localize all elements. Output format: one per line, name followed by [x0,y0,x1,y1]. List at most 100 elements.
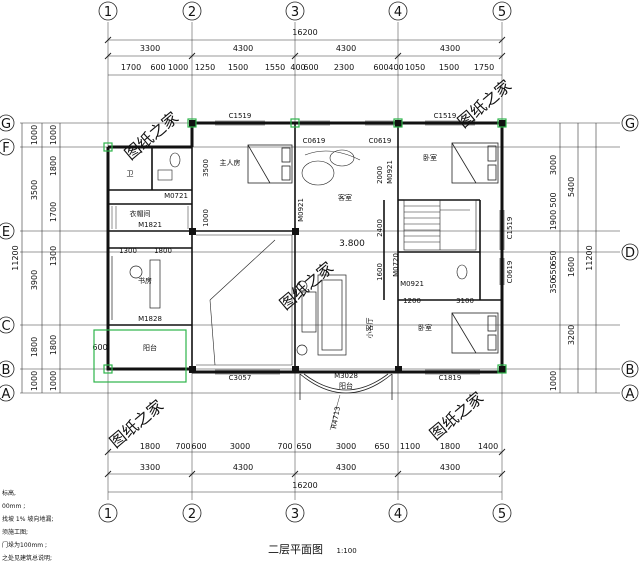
interior-dim: 2000 [376,166,384,184]
note-line: 门垛为100mm ; [2,542,48,549]
dim-bottom-detail: 1100 [400,442,420,451]
room-bedroom-top: 卧室 [423,153,437,162]
room-study: 书房 [138,276,152,285]
room-bath: 卫 [127,170,134,178]
dim-bottom-bay-3: 4300 [336,463,356,472]
tag-c1819: C1819 [439,374,462,382]
inner-walls [108,123,502,372]
dim-bottom-detail: 3000 [336,442,356,451]
dim-bottom-detail: 700 [175,442,190,451]
living-furniture [301,149,361,186]
dim-bottom-detail: 1400 [478,442,498,451]
interior-dim: 1600 [376,263,384,281]
axis-label-g-right: G [625,117,635,132]
drawing-title: 二层平面图 1:100 [268,541,357,557]
columns [189,120,506,373]
dim-right-detail: 1900 [549,210,558,230]
dim-top-detail: 1550 [265,63,285,72]
tag-m1828: M1828 [138,315,162,323]
axis-label-3-top: 3 [291,5,299,20]
tag-m0721: M0721 [164,192,188,200]
tag-c1519-b: C1519 [434,112,457,120]
dim-left-bay: 3500 [30,180,39,200]
dim-left-bay: 1000 [30,125,39,145]
tag-m0720: M0720 [392,253,400,277]
note-line: 须施工图; [2,529,29,536]
dim-top-detail: 2300 [334,63,354,72]
dim-right-detail: 650 [549,264,558,279]
dim-bottom-detail: 1800 [140,442,160,451]
interior-dim: 3500 [202,159,210,177]
note-line: 标高, [2,490,16,497]
dim-top-detail: 600 [150,63,165,72]
axis-label-a-left: A [2,387,11,402]
room-living: 客室 [338,193,352,202]
axis-label-b-right: B [626,363,635,378]
elevation-mark: 3.800 [339,239,365,249]
dim-bottom-bay-1: 3300 [140,463,160,472]
axis-label-4-bottom: 4 [394,507,402,522]
tag-c1519-c: C1519 [506,217,514,240]
axis-label-c-left: C [1,319,10,334]
dim-right-detail: 350 [549,278,558,293]
dim-left-detail: 1700 [49,202,58,222]
dim-top-detail: 1000 [168,63,188,72]
tag-c0619-c: C0619 [506,261,514,284]
dim-bottom-detail: 650 [296,442,311,451]
dim-bottom-detail: 600 [191,442,206,451]
tag-r4713: R4713 [330,406,342,430]
room-master-bedroom: 主人房 [220,158,241,167]
axis-label-1-top: 1 [104,5,112,20]
dim-top-bay-4: 4300 [440,44,460,53]
tag-m3028: M3028 [334,372,358,380]
dim-bottom-detail: 1800 [440,442,460,451]
dim-left-bay: 3900 [30,270,39,290]
axis-bubbles [0,1,639,523]
dim-left-detail: 1000 [49,371,58,391]
bed-bottom-right [451,312,499,354]
interior-dim: 1200 [403,297,421,305]
dim-left-bay: 1800 [30,337,39,357]
dim-top-detail: 1500 [228,63,248,72]
room-bedroom-bottom: 卧室 [418,323,432,332]
dim-left-600: 600 [92,343,107,352]
sofa-set [296,274,347,356]
dim-right-detail: 500 [549,192,558,207]
interior-dim: 3100 [456,297,474,305]
dim-top-detail: 1250 [195,63,215,72]
dim-left-detail: 1800 [49,335,58,355]
tag-c0619-b: C0619 [369,137,392,145]
room-balcony-left: 阳台 [143,343,157,352]
dim-top-detail: 600 [303,63,318,72]
axis-label-1-bottom: 1 [104,507,112,522]
dim-top-detail: 400 [290,63,305,72]
axis-label-2-bottom: 2 [188,507,196,522]
room-small-living: 小客厅 [365,318,374,339]
note-line: 00mm ; [2,503,26,510]
dim-right-detail: 3000 [549,155,558,175]
dim-bottom-detail: 650 [374,442,389,451]
dim-bottom-total: 16200 [292,481,317,490]
dim-top-detail: 400 [388,63,403,72]
note-line: 之处见建筑总说明; [2,555,53,562]
dimension-lines [21,39,597,493]
tag-c1519-a: C1519 [229,112,252,120]
dim-left-detail: 1300 [49,246,58,266]
walls [106,121,504,374]
interior-dim: 1300 [119,247,137,255]
interior-dim: 2400 [376,219,384,237]
dim-left-detail: 1000 [49,125,58,145]
dim-top-bay-3: 4300 [336,44,356,53]
axis-label-3-bottom: 3 [291,507,299,522]
green-markers [93,118,507,383]
dim-top-detail: 1700 [121,63,141,72]
axis-label-g-left: G [1,117,11,132]
radius-leader [329,394,341,431]
center-balcony [299,373,393,400]
tag-m1821: M1821 [138,221,162,229]
toilets [157,152,468,280]
watermark: 图纸之家 [426,388,487,444]
watermark: 图纸之家 [276,258,337,314]
axis-label-2-top: 2 [188,5,196,20]
